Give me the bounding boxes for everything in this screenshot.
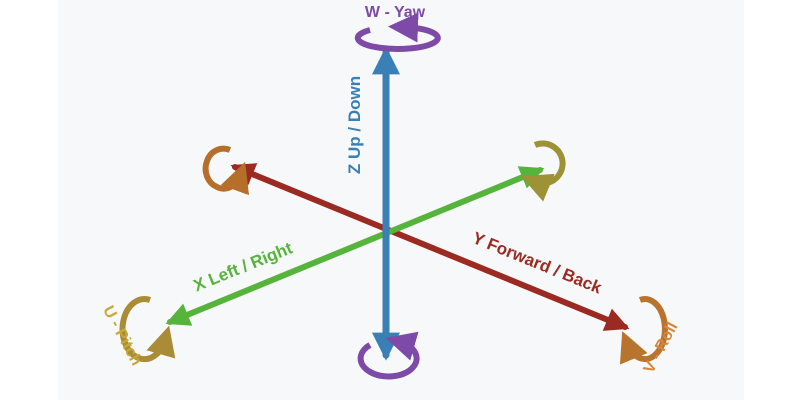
upper-right-rotation-icon [521,140,566,202]
x-axis-label: X Left / Right [191,238,296,295]
roll-label: V - Roll [641,320,682,377]
y-axis-arrow [230,163,630,331]
pitch-label: U - Pitch [99,303,144,368]
x-axis-arrow [165,166,545,326]
yaw-rotation-icon [354,12,441,52]
z-axis-label: Z Up / Down [345,76,364,174]
yaw-rotation-bottom-icon [357,331,420,380]
yaw-label: W - Yaw [365,4,426,21]
upper-left-rotation-icon [202,145,249,196]
pitch-rotation-icon [119,296,176,363]
roll-rotation-icon [619,296,668,365]
y-axis-label: Y Forward / Back [470,228,605,297]
